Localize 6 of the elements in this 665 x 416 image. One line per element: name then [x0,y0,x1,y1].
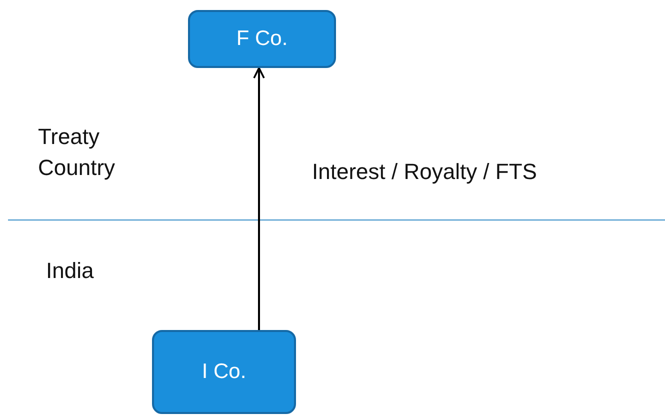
company-box: I Co. [152,330,296,414]
company-box: F Co. [188,10,336,68]
arrow [253,67,265,330]
edge-label: Interest / Royalty / FTS [312,158,537,186]
region-label: India [46,257,95,285]
region-label: Treaty Country [38,123,116,182]
